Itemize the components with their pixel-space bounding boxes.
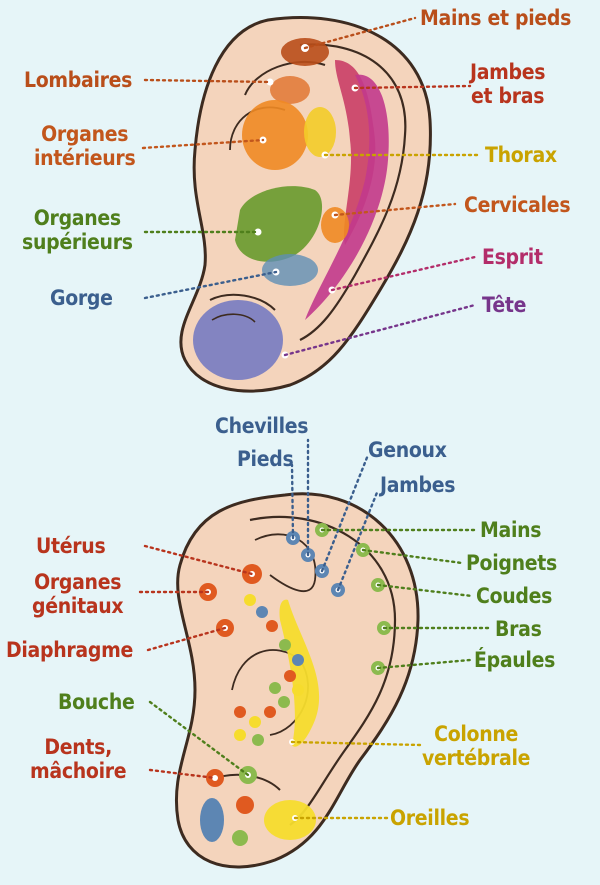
- label-lombaires: Lombaires: [24, 68, 133, 92]
- label-jambes-et-bras-line1: Jambes: [470, 60, 546, 84]
- label-colonne-vertebrale: Colonne vertébrale: [422, 722, 530, 770]
- label-colonne-vertebrale-line2: vertébrale: [422, 746, 531, 770]
- zone-esprit: [305, 74, 389, 321]
- label-jambes-et-bras: Jambes et bras: [470, 60, 546, 108]
- label-chevilles: Chevilles: [215, 414, 309, 438]
- label-organes-genitaux: Organes génitaux: [32, 570, 124, 618]
- label-organes-genitaux-line2: génitaux: [32, 594, 124, 618]
- zone-tete: [193, 300, 283, 380]
- zone-oreilles: [264, 800, 316, 840]
- label-pieds: Pieds: [237, 447, 294, 471]
- label-bouche: Bouche: [58, 690, 135, 714]
- label-organes-interieurs-line2: intérieurs: [34, 146, 136, 170]
- label-organes-superieurs-line1: Organes: [33, 206, 121, 230]
- label-thorax: Thorax: [485, 143, 557, 167]
- label-oreilles: Oreilles: [390, 806, 470, 830]
- zone-lombaires: [270, 76, 310, 104]
- label-poignets: Poignets: [466, 551, 557, 575]
- label-bras: Bras: [495, 617, 542, 641]
- label-epaules: Épaules: [474, 648, 556, 672]
- label-genoux: Genoux: [368, 438, 447, 462]
- label-esprit: Esprit: [482, 245, 543, 269]
- label-gorge: Gorge: [50, 286, 113, 310]
- label-uterus: Utérus: [36, 534, 106, 558]
- label-dents-machoire-line2: mâchoire: [30, 759, 127, 783]
- label-tete: Tête: [482, 293, 527, 317]
- label-organes-genitaux-line1: Organes: [34, 570, 122, 594]
- zone-thorax: [304, 107, 336, 157]
- zone-bleu-lobe: [200, 798, 224, 842]
- label-mains: Mains: [480, 518, 542, 542]
- label-organes-interieurs-line1: Organes: [41, 122, 129, 146]
- label-organes-interieurs: Organes intérieurs: [34, 122, 136, 170]
- label-organes-superieurs-line2: supérieurs: [22, 230, 133, 254]
- top-ear: [141, 16, 480, 393]
- label-organes-superieurs: Organes supérieurs: [22, 206, 133, 254]
- label-dents-machoire: Dents, mâchoire: [30, 735, 127, 783]
- zone-gorge: [262, 254, 318, 286]
- label-cervicales: Cervicales: [464, 193, 571, 217]
- top-ear-leader-lines: [141, 16, 480, 357]
- label-colonne-vertebrale-line1: Colonne: [434, 722, 519, 746]
- label-mains-et-pieds: Mains et pieds: [420, 6, 572, 30]
- label-coudes: Coudes: [476, 584, 553, 608]
- bottom-ear: [138, 438, 494, 869]
- label-jambes: Jambes: [380, 473, 456, 497]
- zone-colonne: [279, 599, 320, 747]
- label-dents-machoire-line1: Dents,: [44, 735, 112, 759]
- zone-organes-interieurs: [242, 100, 308, 170]
- label-diaphragme: Diaphragme: [6, 638, 133, 662]
- zone-organes-superieurs: [235, 186, 323, 262]
- zone-cervicales: [321, 207, 349, 243]
- label-jambes-et-bras-line2: et bras: [471, 84, 545, 108]
- bottom-ear-leader-lines: [138, 438, 494, 820]
